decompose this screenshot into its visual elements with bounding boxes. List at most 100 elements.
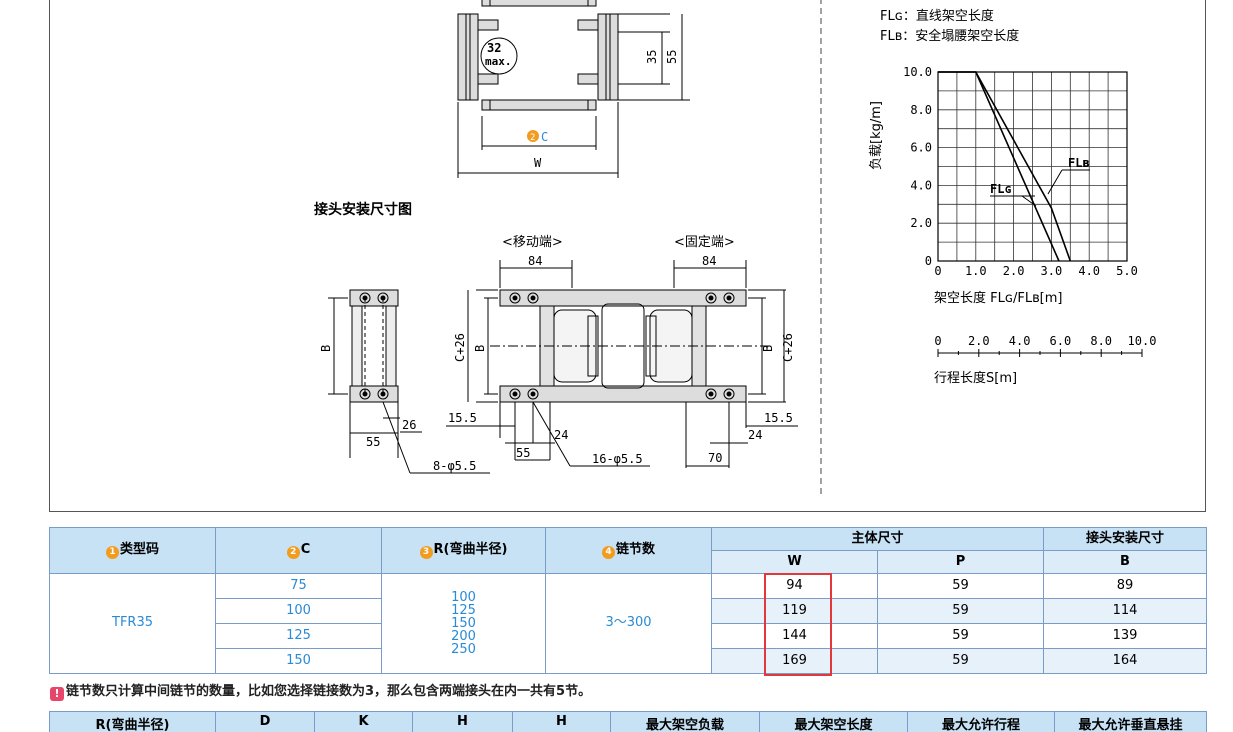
table2-header: H xyxy=(512,711,611,732)
dim-15-5-right: 15.5 xyxy=(764,411,793,425)
dim-70: 70 xyxy=(708,451,722,465)
secondary-tick-label: 4.0 xyxy=(1009,334,1031,348)
dim-84-right: 84 xyxy=(702,254,716,268)
rmax-top-text: 32 xyxy=(487,41,501,55)
header-b: B xyxy=(1043,550,1208,574)
x-tick-label: 3.0 xyxy=(1041,264,1063,278)
table2-header: 最大架空长度 xyxy=(759,711,908,732)
dim-84-left: 84 xyxy=(528,254,542,268)
y-tick-label: 2.0 xyxy=(910,216,932,230)
c26-left: C+26 xyxy=(453,333,467,362)
series-label: FLʙ xyxy=(1068,156,1090,170)
p-cell: 59 xyxy=(876,623,1045,649)
b-cell: 139 xyxy=(1043,623,1208,649)
c26-right: C+26 xyxy=(781,333,795,362)
c-cell[interactable]: 100 xyxy=(215,598,382,624)
dim-26: 26 xyxy=(402,418,416,432)
w-cell: 169 xyxy=(711,648,878,674)
p-cell: 59 xyxy=(876,573,1045,599)
w-cell: 119 xyxy=(711,598,878,624)
dim-55-mid: 55 xyxy=(516,446,530,460)
moving-end-label: <移动端> xyxy=(502,235,563,250)
joint-small-drawing xyxy=(328,289,490,474)
cross-section-drawing xyxy=(457,0,690,178)
c-cell[interactable]: 150 xyxy=(215,648,382,674)
x-tick-label: 0 xyxy=(934,264,941,278)
note-text: 链节数只计算中间链节的数量，比如您选择链接数为3，那么包含两端接头在内一共有5节… xyxy=(66,684,592,699)
y-axis-label: 负载[kg/m] xyxy=(869,101,884,170)
b-cell: 114 xyxy=(1043,598,1208,624)
y-tick-label: 0 xyxy=(925,254,932,268)
hole-8: 8-φ5.5 xyxy=(433,459,476,473)
x-tick-label: 4.0 xyxy=(1078,264,1100,278)
note: !链节数只计算中间链节的数量，比如您选择链接数为3，那么包含两端接头在内一共有5… xyxy=(50,680,591,701)
w-cell: 144 xyxy=(711,623,878,649)
dim-35: 35 xyxy=(645,50,659,64)
x-tick-label: 5.0 xyxy=(1116,264,1138,278)
header-joint-dims: 接头安装尺寸 xyxy=(1043,527,1208,551)
table2-header: 最大允许垂直悬挂 xyxy=(1054,711,1207,732)
joint-title: 接头安装尺寸图 xyxy=(314,201,412,218)
secondary-tick-label: 0 xyxy=(934,334,941,348)
step-c-number: 2 xyxy=(530,133,535,143)
y-tick-label: 6.0 xyxy=(910,141,932,155)
note-icon: ! xyxy=(50,687,64,701)
header-body-dims: 主体尺寸 xyxy=(710,527,1045,551)
p-cell: 59 xyxy=(876,598,1045,624)
b-left: B xyxy=(319,345,333,352)
y-tick-label: 10.0 xyxy=(903,65,932,79)
fixed-end-label: <固定端> xyxy=(674,235,735,250)
dim-15-5-left: 15.5 xyxy=(448,411,477,425)
dim-55-left: 55 xyxy=(366,435,380,449)
drawing-area: 32 max. 35 55 2 C W 接头安装尺寸图 <移动端> <固定端> … xyxy=(49,0,1206,512)
c-cell[interactable]: 125 xyxy=(215,623,382,649)
secondary-tick-label: 2.0 xyxy=(968,334,990,348)
rmax-bottom-text: max. xyxy=(485,55,512,68)
table2-header: H xyxy=(412,711,513,732)
table2-header: K xyxy=(314,711,413,732)
table2-header: 最大架空负载 xyxy=(610,711,760,732)
step-badge-c xyxy=(527,130,539,142)
header-p: P xyxy=(876,550,1045,574)
legend-flb: FLʙ：安全塌腰架空长度 xyxy=(880,28,1019,44)
joint-chain-drawing xyxy=(446,260,798,468)
w-label: W xyxy=(534,156,542,170)
r-cell[interactable]: 100 125 150 200 250 xyxy=(381,573,546,674)
header-w: W xyxy=(711,550,878,574)
y-tick-label: 8.0 xyxy=(910,103,932,117)
b-mid: B xyxy=(473,345,487,352)
secondary-tick-label: 6.0 xyxy=(1050,334,1072,348)
secondary-axis-label: 行程长度S[m] xyxy=(934,370,1017,386)
legend-flg: FLɢ：直线架空长度 xyxy=(880,8,994,24)
c-cell[interactable]: 75 xyxy=(215,573,382,599)
series-line xyxy=(938,71,1072,262)
p-cell: 59 xyxy=(876,648,1045,674)
table2-header: 最大允许行程 xyxy=(907,711,1055,732)
w-cell: 94 xyxy=(711,573,878,599)
type-cell[interactable]: TFR35 xyxy=(49,573,216,674)
table2: R(弯曲半径) D K H H 最大架空负载 最大架空长度 最大允许行程 最大允… xyxy=(49,711,1207,732)
x-axis-label: 架空长度 FLɢ/FLʙ[m] xyxy=(934,290,1062,306)
table2-header: D xyxy=(215,711,315,732)
links-cell[interactable]: 3～300 xyxy=(545,573,712,674)
series-label-leader xyxy=(1047,169,1063,195)
table2-header: R(弯曲半径) xyxy=(49,711,216,732)
x-tick-label: 1.0 xyxy=(965,264,987,278)
y-tick-label: 4.0 xyxy=(910,178,932,192)
hole-16: 16-φ5.5 xyxy=(592,452,643,466)
x-tick-label: 2.0 xyxy=(1003,264,1025,278)
plot-frame xyxy=(937,71,1128,262)
load-chart: 0 2.0 4.0 6.0 8.0 10.0 0 1.0 2.0 3.0 4.0 5.0 负载[kg/m… xyxy=(869,65,1156,386)
series-label: FLɢ xyxy=(990,182,1012,196)
c-label: C xyxy=(541,130,548,144)
dim-55: 55 xyxy=(665,50,679,64)
dim-24-left: 24 xyxy=(554,428,568,442)
secondary-tick-label: 8.0 xyxy=(1090,334,1112,348)
series-label-leader xyxy=(1021,195,1037,207)
dim-24-right: 24 xyxy=(748,428,762,442)
